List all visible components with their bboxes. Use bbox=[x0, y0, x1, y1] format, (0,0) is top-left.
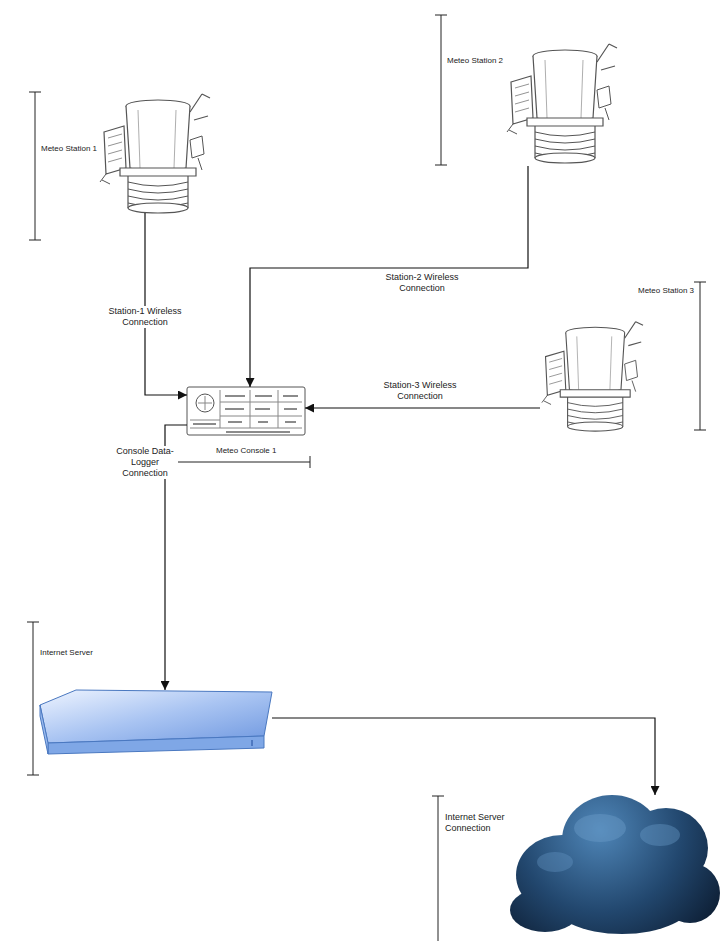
server-drawing bbox=[40, 690, 272, 754]
connector bbox=[250, 166, 528, 387]
drawing-part bbox=[40, 705, 48, 754]
drawing-part bbox=[48, 736, 264, 754]
drawing-part bbox=[574, 814, 626, 842]
station-drawing bbox=[100, 94, 210, 213]
bracket-label: Meteo Station 2 bbox=[447, 56, 503, 66]
drawing-part bbox=[198, 396, 212, 410]
bracket-label: Meteo Console 1 bbox=[216, 446, 276, 456]
station-node: Meteo Station 2 bbox=[505, 38, 625, 166]
drawing-part bbox=[196, 394, 214, 412]
drawing-part bbox=[187, 387, 305, 435]
connection-label: Station-3 Wireless Connection bbox=[366, 380, 474, 402]
bracket-label: Meteo Station 3 bbox=[638, 286, 694, 296]
connection-label: Station-2 Wireless Connection bbox=[368, 272, 476, 294]
cloud-node bbox=[515, 795, 720, 935]
station-drawing bbox=[542, 322, 643, 431]
station-node: Meteo Station 1 bbox=[98, 88, 218, 213]
connection-label: Console Data-Logger Connection bbox=[112, 446, 178, 479]
server-node: Internet Server bbox=[40, 690, 272, 754]
drawing-part bbox=[640, 824, 680, 846]
connector bbox=[305, 407, 540, 408]
drawing-part bbox=[29, 92, 41, 240]
drawing-part bbox=[27, 622, 39, 775]
connector bbox=[145, 213, 187, 395]
connection-label: Internet Server Connection bbox=[443, 812, 511, 834]
drawing-part bbox=[193, 396, 298, 432]
console-node: Meteo Console 1 bbox=[187, 387, 305, 435]
bracket-label: Internet Server bbox=[40, 648, 93, 658]
drawing-part bbox=[694, 282, 706, 430]
drawing-part bbox=[40, 690, 272, 743]
bracket-label: Meteo Station 1 bbox=[41, 144, 97, 154]
connection-label: Station-1 Wireless Connection bbox=[100, 306, 190, 328]
station-drawing bbox=[507, 44, 617, 163]
drawing-part bbox=[435, 15, 447, 165]
drawing-part bbox=[510, 888, 580, 932]
drawing-part bbox=[537, 852, 573, 872]
drawing-part bbox=[175, 456, 310, 468]
cloud-drawing bbox=[510, 795, 720, 934]
connector bbox=[272, 718, 655, 795]
station-node: Meteo Station 3 bbox=[540, 318, 652, 430]
bracket bbox=[27, 15, 706, 941]
console-drawing bbox=[187, 387, 305, 435]
drawing-part bbox=[251, 740, 252, 746]
